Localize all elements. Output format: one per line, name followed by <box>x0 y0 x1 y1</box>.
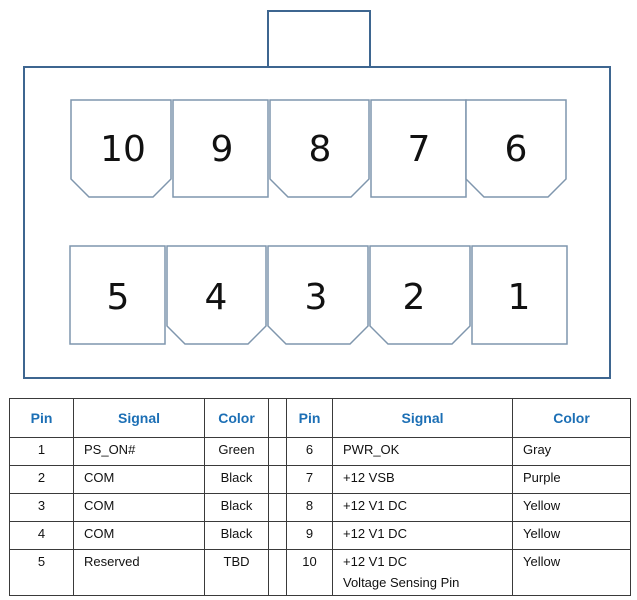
signal-cell: PS_ON# <box>73 437 205 466</box>
pin-cell-9: 9 <box>172 99 269 198</box>
pin-cell: 9 <box>286 521 333 550</box>
color-cell: Yellow <box>512 521 631 550</box>
table-gap <box>268 549 287 596</box>
connector-diagram: 10 9 8 7 6 5 4 3 2 1 <box>23 10 611 379</box>
pin-cell-4: 4 <box>166 245 267 345</box>
pin-number-2: 2 <box>403 277 426 318</box>
pin-cell: 2 <box>9 465 74 494</box>
pin-cell: 1 <box>9 437 74 466</box>
pin-cell: 3 <box>9 493 74 522</box>
color-cell: Green <box>204 437 269 466</box>
pin-cell-1: 1 <box>471 245 568 345</box>
header-signal-left: Signal <box>73 398 205 438</box>
pin-cell: 10 <box>286 549 333 596</box>
header-pin-right: Pin <box>286 398 333 438</box>
color-cell: Black <box>204 493 269 522</box>
header-color-right: Color <box>512 398 631 438</box>
pin-number-1: 1 <box>508 277 531 318</box>
signal-cell: +12 V1 DC <box>332 493 513 522</box>
color-cell: Yellow <box>512 493 631 522</box>
table-header-row: Pin Signal Color Pin Signal Color <box>9 398 631 438</box>
pin-number-10: 10 <box>100 129 146 170</box>
header-color-left: Color <box>204 398 269 438</box>
signal-cell: +12 V1 DC <box>332 521 513 550</box>
table-gap <box>268 493 287 522</box>
pin-number-6: 6 <box>505 129 528 170</box>
signal-cell: COM <box>73 493 205 522</box>
table-row: 5 Reserved TBD 10 +12 V1 DC Voltage Sens… <box>9 549 631 596</box>
signal-cell: +12 V1 DC Voltage Sensing Pin <box>332 549 513 596</box>
pin-number-8: 8 <box>309 129 332 170</box>
pin-cell: 8 <box>286 493 333 522</box>
table-row: 3 COM Black 8 +12 V1 DC Yellow <box>9 493 631 522</box>
pin-number-3: 3 <box>305 277 328 318</box>
table-gap <box>268 437 287 466</box>
color-cell: Black <box>204 521 269 550</box>
pin-cell-8: 8 <box>269 99 370 198</box>
pin-number-4: 4 <box>205 277 228 318</box>
color-cell: Gray <box>512 437 631 466</box>
pin-number-7: 7 <box>408 129 431 170</box>
table-row: 4 COM Black 9 +12 V1 DC Yellow <box>9 521 631 550</box>
pin-cell: 4 <box>9 521 74 550</box>
pin-cell: 6 <box>286 437 333 466</box>
pin-cell-7: 7 <box>370 99 467 198</box>
header-signal-right: Signal <box>332 398 513 438</box>
pin-cell-2: 2 <box>369 245 471 345</box>
color-cell: TBD <box>204 549 269 596</box>
pin-cell-6: 6 <box>465 99 567 198</box>
signal-text: +12 V1 DC <box>343 554 407 569</box>
pin-number-5: 5 <box>107 277 130 318</box>
pin-cell-3: 3 <box>267 245 369 345</box>
pin-number-9: 9 <box>211 129 234 170</box>
header-pin-left: Pin <box>9 398 74 438</box>
pin-cell: 7 <box>286 465 333 494</box>
table-gap <box>268 465 287 494</box>
signal-cell: PWR_OK <box>332 437 513 466</box>
table-row: 1 PS_ON# Green 6 PWR_OK Gray <box>9 437 631 466</box>
signal-cell: +12 VSB <box>332 465 513 494</box>
table-gap <box>268 521 287 550</box>
color-cell: Purple <box>512 465 631 494</box>
table-row: 2 COM Black 7 +12 VSB Purple <box>9 465 631 494</box>
signal-note: Voltage Sensing Pin <box>343 575 460 590</box>
color-cell: Yellow <box>512 549 631 596</box>
signal-cell: Reserved <box>73 549 205 596</box>
pin-cell: 5 <box>9 549 74 596</box>
pin-cell-10: 10 <box>70 99 172 198</box>
table-gap <box>268 398 287 438</box>
signal-cell: COM <box>73 521 205 550</box>
pin-assignment-table: Pin Signal Color Pin Signal Color 1 PS_O… <box>9 398 631 596</box>
signal-cell: COM <box>73 465 205 494</box>
color-cell: Black <box>204 465 269 494</box>
pin-cell-5: 5 <box>69 245 166 345</box>
connector-latch <box>267 10 371 68</box>
